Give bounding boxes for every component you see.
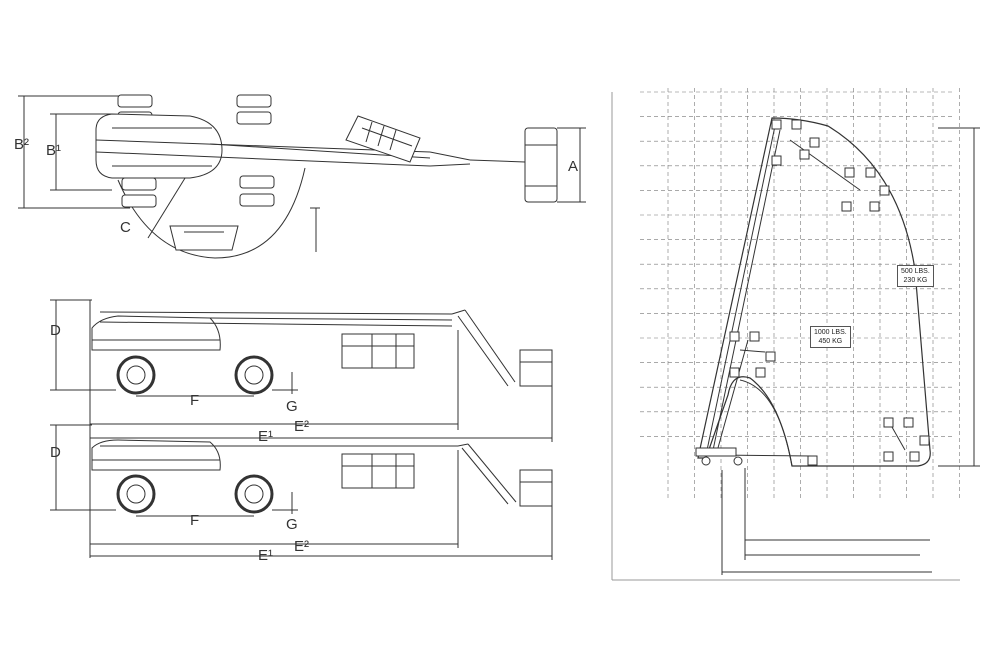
top-view — [18, 94, 586, 259]
dim-label-e2-1: E² — [294, 418, 309, 435]
dim-label-f-1: F — [190, 392, 200, 409]
capacity-box-lower: 1000 LBS. 450 KG — [810, 326, 851, 348]
dim-label-e1-1: E¹ — [258, 428, 273, 445]
work-envelope — [611, 88, 980, 581]
dim-label-g-1: G — [286, 398, 298, 415]
dim-label-f-2: F — [190, 512, 200, 529]
side-view-2 — [50, 424, 553, 560]
dim-label-a: A — [568, 158, 579, 175]
capacity-box-upper: 500 LBS. 230 KG — [897, 265, 934, 287]
dim-label-g-2: G — [286, 516, 298, 533]
envelope-grid — [640, 88, 960, 500]
dim-label-d-2: D — [50, 444, 61, 461]
dim-label-e1-2: E¹ — [258, 547, 273, 564]
dim-label-c: C — [120, 219, 131, 236]
side-view-1 — [50, 299, 553, 442]
dim-label-e2-2: E² — [294, 538, 309, 555]
dim-label-b2: B² — [14, 136, 29, 153]
dim-label-b1: B¹ — [46, 142, 61, 159]
dim-label-d-1: D — [50, 322, 61, 339]
